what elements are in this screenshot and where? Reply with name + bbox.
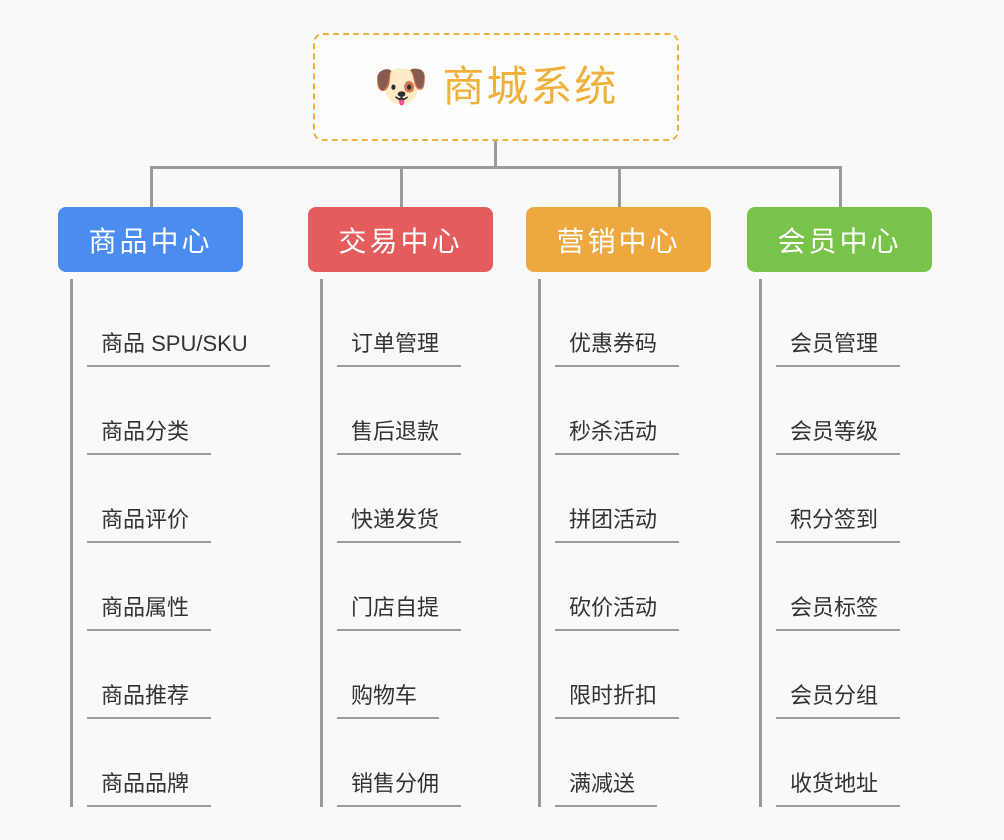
list-item[interactable]: 门店自提 <box>323 543 493 631</box>
connector-bus <box>150 166 842 169</box>
root-node[interactable]: 🐶 商城系统 <box>313 33 679 141</box>
category-label: 营销中心 <box>556 225 681 257</box>
category-label: 商品中心 <box>88 225 213 257</box>
leaf-label: 商品分类 <box>87 421 212 455</box>
list-item[interactable]: 订单管理 <box>323 279 493 367</box>
leaf-label: 会员标签 <box>776 597 901 631</box>
connector-drop-product-center <box>150 166 153 207</box>
branch-member-center: 会员中心 会员管理 会员等级 积分签到 会员标签 会员分组 收货地址 <box>747 207 932 807</box>
list-item[interactable]: 砍价活动 <box>541 543 711 631</box>
leaf-label: 优惠券码 <box>555 333 680 367</box>
list-item[interactable]: 商品品牌 <box>73 719 270 807</box>
leaf-label: 满减送 <box>555 773 658 807</box>
list-item[interactable]: 限时折扣 <box>541 631 711 719</box>
category-header-product-center[interactable]: 商品中心 <box>58 207 243 272</box>
leaf-label: 售后退款 <box>337 421 462 455</box>
list-item[interactable]: 会员分组 <box>762 631 932 719</box>
leaf-label: 积分签到 <box>776 509 901 543</box>
branch-product-center: 商品中心 商品 SPU/SKU 商品分类 商品评价 商品属性 商品推荐 商品品牌 <box>58 207 270 807</box>
leaf-label: 商品品牌 <box>87 773 212 807</box>
leaf-label: 会员管理 <box>776 333 901 367</box>
list-item[interactable]: 商品推荐 <box>73 631 270 719</box>
leaf-list-member-center: 会员管理 会员等级 积分签到 会员标签 会员分组 收货地址 <box>759 279 932 807</box>
leaf-label: 收货地址 <box>776 773 901 807</box>
leaf-list-product-center: 商品 SPU/SKU 商品分类 商品评价 商品属性 商品推荐 商品品牌 <box>70 279 270 807</box>
list-item[interactable]: 商品 SPU/SKU <box>73 279 270 367</box>
leaf-label: 订单管理 <box>337 333 462 367</box>
branch-marketing-center: 营销中心 优惠券码 秒杀活动 拼团活动 砍价活动 限时折扣 满减送 <box>526 207 711 807</box>
category-header-trade-center[interactable]: 交易中心 <box>308 207 493 272</box>
list-item[interactable]: 满减送 <box>541 719 711 807</box>
leaf-label: 销售分佣 <box>337 773 462 807</box>
list-item[interactable]: 快递发货 <box>323 455 493 543</box>
list-item[interactable]: 会员等级 <box>762 367 932 455</box>
category-label: 会员中心 <box>777 225 902 257</box>
list-item[interactable]: 收货地址 <box>762 719 932 807</box>
list-item[interactable]: 售后退款 <box>323 367 493 455</box>
leaf-label: 商品属性 <box>87 597 212 631</box>
list-item[interactable]: 会员管理 <box>762 279 932 367</box>
connector-drop-marketing-center <box>618 166 621 207</box>
leaf-label: 购物车 <box>337 685 440 719</box>
list-item[interactable]: 销售分佣 <box>323 719 493 807</box>
list-item[interactable]: 商品评价 <box>73 455 270 543</box>
connector-drop-member-center <box>839 166 842 207</box>
leaf-label: 秒杀活动 <box>555 421 680 455</box>
leaf-label: 砍价活动 <box>555 597 680 631</box>
leaf-label: 快递发货 <box>337 509 462 543</box>
list-item[interactable]: 优惠券码 <box>541 279 711 367</box>
dog-face-icon: 🐶 <box>373 62 429 111</box>
leaf-label: 会员等级 <box>776 421 901 455</box>
leaf-label: 商品评价 <box>87 509 212 543</box>
leaf-list-marketing-center: 优惠券码 秒杀活动 拼团活动 砍价活动 限时折扣 满减送 <box>538 279 711 807</box>
leaf-label: 门店自提 <box>337 597 462 631</box>
connector-root-stem <box>494 141 497 169</box>
leaf-label: 限时折扣 <box>555 685 680 719</box>
list-item[interactable]: 会员标签 <box>762 543 932 631</box>
category-label: 交易中心 <box>338 225 463 257</box>
category-header-member-center[interactable]: 会员中心 <box>747 207 932 272</box>
list-item[interactable]: 秒杀活动 <box>541 367 711 455</box>
list-item[interactable]: 拼团活动 <box>541 455 711 543</box>
connector-drop-trade-center <box>400 166 403 207</box>
leaf-list-trade-center: 订单管理 售后退款 快递发货 门店自提 购物车 销售分佣 <box>320 279 493 807</box>
leaf-label: 商品 SPU/SKU <box>87 333 270 367</box>
list-item[interactable]: 商品属性 <box>73 543 270 631</box>
list-item[interactable]: 商品分类 <box>73 367 270 455</box>
root-title: 商城系统 <box>442 63 619 110</box>
leaf-label: 商品推荐 <box>87 685 212 719</box>
list-item[interactable]: 积分签到 <box>762 455 932 543</box>
leaf-label: 拼团活动 <box>555 509 680 543</box>
list-item[interactable]: 购物车 <box>323 631 493 719</box>
leaf-label: 会员分组 <box>776 685 901 719</box>
branch-trade-center: 交易中心 订单管理 售后退款 快递发货 门店自提 购物车 销售分佣 <box>308 207 493 807</box>
category-header-marketing-center[interactable]: 营销中心 <box>526 207 711 272</box>
